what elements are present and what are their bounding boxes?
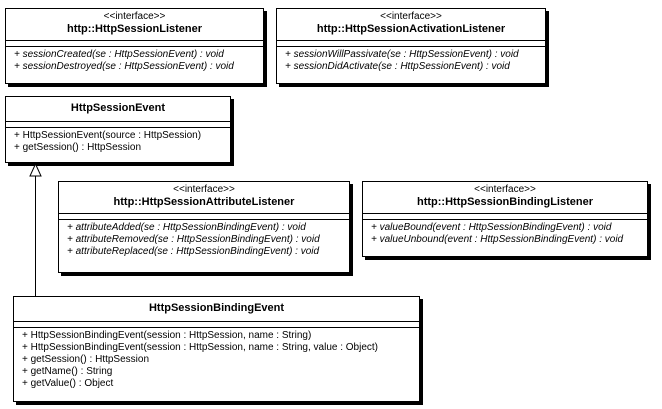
- operation: + HttpSessionEvent(source : HttpSession): [14, 130, 202, 141]
- operation: + valueBound(event : HttpSessionBindingE…: [371, 222, 612, 233]
- class-http-session-attribute-listener: <<interface>> http::HttpSessionAttribute…: [58, 181, 350, 273]
- class-header: <<interface>> http::HttpSessionActivatio…: [277, 9, 545, 36]
- operations-compartment: + HttpSessionBindingEvent(session : Http…: [14, 327, 419, 392]
- attributes-compartment: [363, 213, 647, 219]
- operation: + sessionDestroyed(se : HttpSessionEvent…: [14, 61, 234, 72]
- operation: + HttpSessionBindingEvent(session : Http…: [22, 330, 312, 341]
- class-name: http::HttpSessionBindingListener: [417, 196, 593, 208]
- operation: + attributeReplaced(se : HttpSessionBind…: [67, 246, 320, 257]
- attributes-compartment: [6, 40, 263, 46]
- attributes-compartment: [277, 40, 545, 46]
- operation: + sessionDidActivate(se : HttpSessionEve…: [285, 61, 510, 72]
- operations-compartment: + sessionCreated(se : HttpSessionEvent) …: [6, 46, 263, 75]
- class-name: HttpSessionEvent: [70, 102, 166, 114]
- class-http-session-activation-listener: <<interface>> http::HttpSessionActivatio…: [276, 8, 546, 84]
- operation: + HttpSessionBindingEvent(session : Http…: [22, 342, 379, 353]
- class-header: <<interface>> http::HttpSessionListener: [6, 9, 263, 36]
- operations-compartment: + valueBound(event : HttpSessionBindingE…: [363, 219, 647, 248]
- class-header: <<interface>> http::HttpSessionAttribute…: [59, 182, 349, 209]
- attributes-compartment: [14, 321, 419, 327]
- operation: + getSession() : HttpSession: [22, 354, 150, 365]
- class-header: <<interface>> http::HttpSessionBindingLi…: [363, 182, 647, 209]
- operation: + sessionCreated(se : HttpSessionEvent) …: [14, 49, 224, 60]
- operation: + attributeRemoved(se : HttpSessionBindi…: [67, 234, 320, 245]
- operation: + valueUnbound(event : HttpSessionBindin…: [371, 234, 624, 245]
- stereotype-label: <<interface>>: [173, 184, 235, 195]
- stereotype-label: <<interface>>: [380, 11, 442, 22]
- attributes-compartment: [59, 213, 349, 219]
- operation: + getName() : String: [22, 366, 113, 377]
- operations-compartment: + attributeAdded(se : HttpSessionBinding…: [59, 219, 349, 260]
- operation: + getValue() : Object: [22, 378, 114, 389]
- operation: + getSession() : HttpSession: [14, 142, 142, 153]
- class-name: http::HttpSessionAttributeListener: [113, 196, 295, 208]
- operation: + sessionWillPassivate(se : HttpSessionE…: [285, 49, 519, 60]
- class-name: http::HttpSessionActivationListener: [316, 23, 506, 35]
- operations-compartment: + HttpSessionEvent(source : HttpSession)…: [6, 127, 230, 156]
- stereotype-label: <<interface>>: [474, 184, 536, 195]
- attributes-compartment: [6, 121, 230, 127]
- stereotype-label: <<interface>>: [103, 11, 166, 22]
- class-http-session-event: HttpSessionEvent + HttpSessionEvent(sour…: [5, 96, 231, 163]
- class-header: HttpSessionEvent: [6, 97, 230, 115]
- class-http-session-listener: <<interface>> http::HttpSessionListener …: [5, 8, 264, 84]
- operation: + attributeAdded(se : HttpSessionBinding…: [67, 222, 306, 233]
- generalization-arrowhead: [29, 162, 42, 177]
- operations-compartment: + sessionWillPassivate(se : HttpSessionE…: [277, 46, 545, 75]
- class-http-session-binding-event: HttpSessionBindingEvent + HttpSessionBin…: [13, 296, 420, 402]
- class-name: http::HttpSessionListener: [66, 23, 203, 35]
- class-http-session-binding-listener: <<interface>> http::HttpSessionBindingLi…: [362, 181, 648, 257]
- class-header: HttpSessionBindingEvent: [14, 297, 419, 315]
- class-name: HttpSessionBindingEvent: [148, 302, 285, 314]
